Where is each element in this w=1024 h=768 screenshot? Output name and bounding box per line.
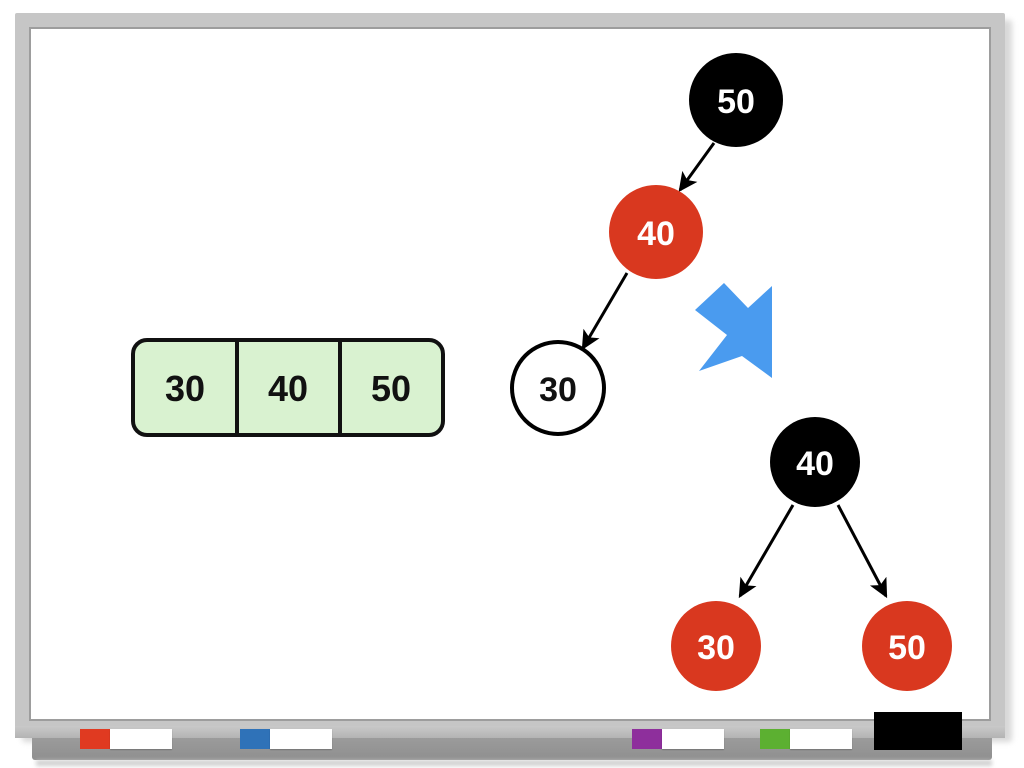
blue-marker-body bbox=[270, 729, 332, 749]
red-marker[interactable] bbox=[80, 729, 172, 749]
purple-marker[interactable] bbox=[632, 729, 724, 749]
whiteboard-surface bbox=[31, 29, 989, 719]
blue-marker[interactable] bbox=[240, 729, 332, 749]
red-marker-body bbox=[110, 729, 172, 749]
blue-marker-cap bbox=[240, 729, 270, 749]
eraser[interactable] bbox=[874, 712, 962, 750]
green-marker-cap bbox=[760, 729, 790, 749]
purple-marker-cap bbox=[632, 729, 662, 749]
green-marker-body bbox=[790, 729, 852, 749]
purple-marker-body bbox=[662, 729, 724, 749]
green-marker[interactable] bbox=[760, 729, 852, 749]
red-marker-cap bbox=[80, 729, 110, 749]
marker-tray-shadow bbox=[36, 760, 992, 766]
